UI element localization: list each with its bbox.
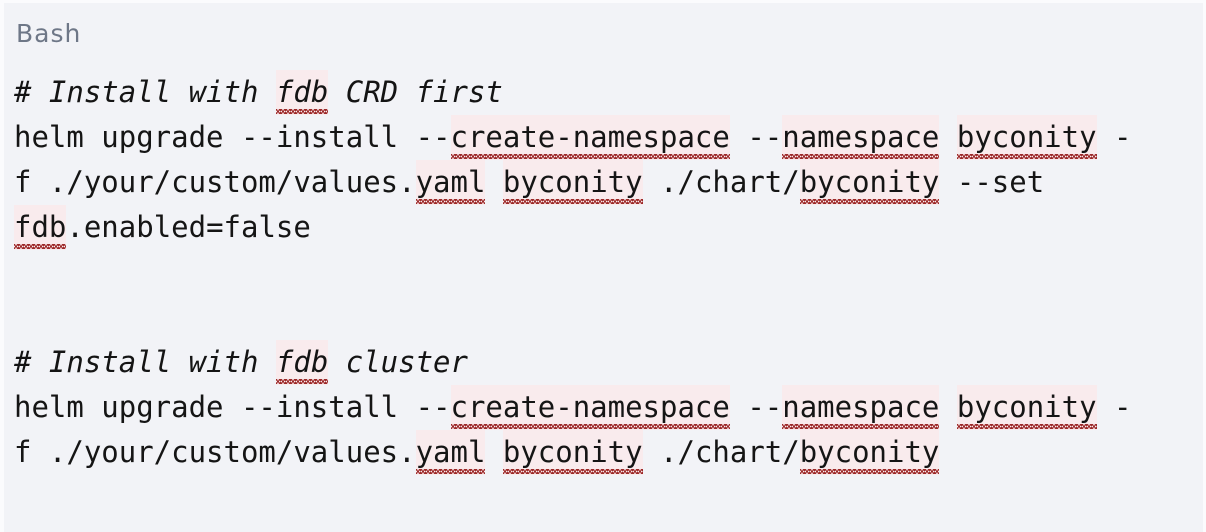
code-text: .enabled=false	[66, 210, 311, 244]
code-command: f ./your/custom/values.yaml byconity ./c…	[14, 160, 1045, 205]
code-line-command-1-line-3: fdb.enabled=false	[14, 205, 1203, 250]
code-text: f ./your/custom/values.	[14, 165, 416, 199]
code-text: helm upgrade --install --	[14, 390, 451, 424]
code-text: --	[729, 120, 783, 154]
spellcheck-underline[interactable]: yaml	[415, 160, 486, 205]
code-text: cluster	[328, 345, 468, 379]
spellcheck-underline[interactable]: byconity	[956, 385, 1097, 430]
code-line-command-1-line-2: f ./your/custom/values.yaml byconity ./c…	[14, 160, 1203, 205]
code-text: # Install with	[14, 75, 276, 109]
code-comment: # Install with fdb CRD first	[14, 70, 503, 115]
spellcheck-underline[interactable]: fdb	[275, 70, 329, 115]
code-text	[485, 165, 502, 199]
code-command: fdb.enabled=false	[14, 205, 311, 250]
code-text: --	[729, 390, 783, 424]
code-text: helm upgrade --install --	[14, 120, 451, 154]
code-line-command-2-line-1: helm upgrade --install --create-namespac…	[14, 385, 1203, 430]
code-text: --set	[939, 165, 1045, 199]
spellcheck-underline[interactable]: namespace	[782, 385, 940, 430]
code-line-comment-2: # Install with fdb cluster	[14, 340, 1203, 385]
code-text: -	[1096, 120, 1132, 154]
code-comment: # Install with fdb cluster	[14, 340, 468, 385]
spellcheck-underline[interactable]: fdb	[14, 205, 67, 250]
code-command: helm upgrade --install --create-namespac…	[14, 385, 1132, 430]
spellcheck-underline[interactable]: byconity	[502, 430, 643, 475]
code-line-blank-2	[14, 295, 1203, 340]
code-text: f ./your/custom/values.	[14, 435, 416, 469]
code-text	[939, 120, 956, 154]
code-text: ./chart/	[642, 435, 800, 469]
spellcheck-underline[interactable]: create-namespace	[450, 115, 731, 160]
spellcheck-underline[interactable]: byconity	[799, 160, 940, 205]
code-text: # Install with	[14, 345, 276, 379]
code-line-command-2-line-2: f ./your/custom/values.yaml byconity ./c…	[14, 430, 1203, 475]
code-command: helm upgrade --install --create-namespac…	[14, 115, 1132, 160]
code-line-comment-1: # Install with fdb CRD first	[14, 70, 1203, 115]
spellcheck-underline[interactable]: create-namespace	[450, 385, 731, 430]
code-text	[485, 435, 502, 469]
code-command: f ./your/custom/values.yaml byconity ./c…	[14, 430, 940, 475]
spellcheck-underline[interactable]: byconity	[956, 115, 1097, 160]
spellcheck-underline[interactable]: byconity	[799, 430, 940, 475]
code-text	[939, 390, 956, 424]
spellcheck-underline[interactable]: byconity	[502, 160, 643, 205]
code-line-command-1-line-1: helm upgrade --install --create-namespac…	[14, 115, 1203, 160]
spellcheck-underline[interactable]: fdb	[275, 340, 329, 385]
code-text: CRD first	[328, 75, 503, 109]
code-text: -	[1096, 390, 1132, 424]
language-label: Bash	[16, 19, 82, 48]
code-text: ./chart/	[642, 165, 800, 199]
spellcheck-underline[interactable]: yaml	[415, 430, 486, 475]
code-line-blank-1	[14, 250, 1203, 295]
spellcheck-underline[interactable]: namespace	[782, 115, 940, 160]
